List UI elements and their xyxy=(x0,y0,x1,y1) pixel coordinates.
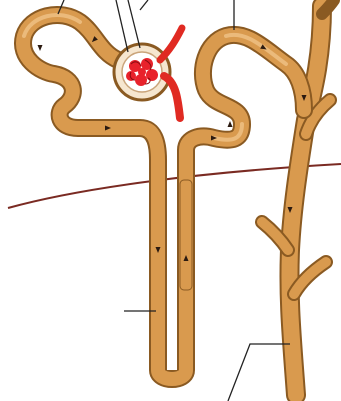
leader-line-3 xyxy=(128,0,140,48)
renal-corpuscle xyxy=(114,28,182,118)
flow-arrow-icon xyxy=(228,121,233,127)
afferent-arteriole xyxy=(164,76,180,118)
efferent-arteriole xyxy=(160,28,182,60)
leader-line-2 xyxy=(116,0,128,52)
leader-line-4 xyxy=(140,0,148,10)
leader-line-7 xyxy=(228,344,290,401)
thick-ascending-segment xyxy=(180,180,192,290)
flow-arrow-icon xyxy=(38,45,43,51)
leader-lines xyxy=(58,0,290,401)
